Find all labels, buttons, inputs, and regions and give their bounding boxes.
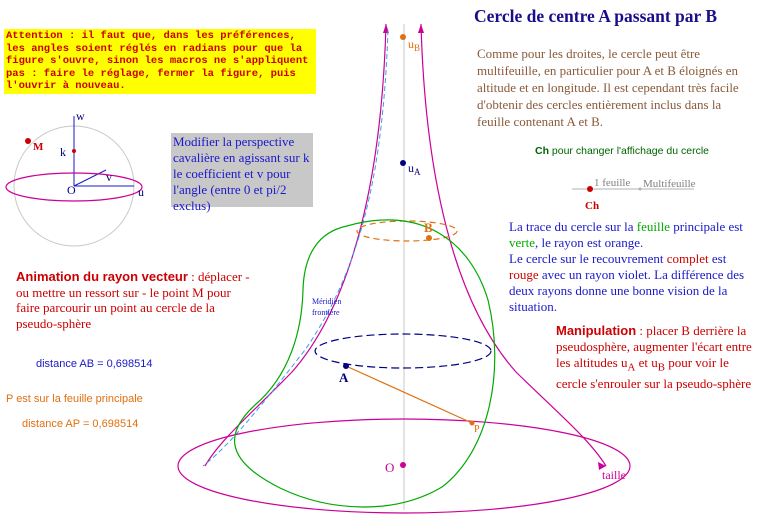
ch-slider[interactable]: 1 feuille Multifeuille Ch bbox=[572, 177, 696, 212]
label-uA: uA bbox=[408, 161, 421, 177]
point-P[interactable] bbox=[469, 420, 475, 426]
label-frontiere: frontière bbox=[312, 308, 340, 317]
animation-title: Animation du rayon vecteur bbox=[16, 269, 188, 284]
distance-ap: distance AP = 0,698514 bbox=[22, 418, 139, 430]
label-axes-O: O bbox=[67, 183, 76, 197]
point-M[interactable] bbox=[25, 138, 31, 144]
trace-t5: , le rayon est orange. bbox=[534, 235, 644, 250]
page-title: Cercle de centre A passant par B bbox=[474, 6, 718, 26]
label-v: v bbox=[106, 170, 112, 184]
ch-hint: Ch pour changer l'affichage du cercle bbox=[535, 145, 709, 157]
trace-t8: est bbox=[708, 251, 727, 266]
ch-key: Ch bbox=[535, 145, 549, 157]
axis-v bbox=[73, 169, 107, 187]
radian-warning: Attention : il faut que, dans les préfér… bbox=[4, 29, 316, 94]
perspective-hint: Modifier la perspective cavalière en agi… bbox=[171, 133, 313, 213]
trace-rouge: rouge bbox=[509, 267, 539, 282]
animation-note: Animation du rayon vecteur : déplacer - … bbox=[16, 269, 256, 331]
manipulation-sub-b: B bbox=[657, 361, 665, 374]
trace-feuille: feuille bbox=[636, 219, 670, 234]
point-k[interactable] bbox=[72, 149, 76, 153]
taille-ellipse bbox=[177, 418, 631, 514]
frontier-meridian bbox=[202, 29, 389, 467]
point-B[interactable] bbox=[426, 235, 432, 241]
distance-ab: distance AB = 0,698514 bbox=[36, 358, 153, 370]
p-feuille-note: P est sur la feuille principale bbox=[6, 393, 143, 405]
label-taille: taille bbox=[602, 468, 626, 482]
point-A[interactable] bbox=[343, 363, 349, 369]
manipulation-t2: et u bbox=[635, 355, 658, 370]
point-O[interactable] bbox=[400, 462, 406, 468]
intro-text: Comme pour les droites, le cercle peut ê… bbox=[477, 46, 739, 129]
trace-t1: La trace du cercle sur la bbox=[509, 219, 637, 234]
manipulation-t1: : placer B derrière la pseudosphère, aug… bbox=[556, 323, 752, 370]
trace-t10: avec un rayon violet. La différence des … bbox=[509, 267, 745, 314]
taille-arrow bbox=[598, 462, 606, 470]
label-uB: uB bbox=[408, 37, 420, 53]
trace-complet: complet bbox=[666, 251, 709, 266]
label-u: u bbox=[138, 185, 144, 199]
ch-option-1: 1 feuille bbox=[594, 177, 630, 189]
label-meridien: Méridien bbox=[312, 297, 341, 306]
ch-hint-text: pour changer l'affichage du cercle bbox=[549, 145, 709, 157]
manipulation-t3: pour voir le cercle s'enrouler sur la ps… bbox=[556, 355, 752, 391]
label-O: O bbox=[385, 460, 394, 475]
label-M: M bbox=[33, 141, 44, 153]
label-w: w bbox=[76, 109, 85, 123]
manipulation-sub-a: A bbox=[627, 361, 636, 374]
point-uB[interactable] bbox=[400, 34, 406, 40]
label-A: A bbox=[339, 370, 349, 385]
ch-slider-stop bbox=[638, 187, 642, 191]
label-P: P bbox=[474, 424, 480, 435]
circle-at-A bbox=[314, 333, 492, 369]
ch-option-2: Multifeuille bbox=[643, 178, 696, 190]
profile-right bbox=[420, 23, 607, 467]
profile-arrow-right bbox=[418, 24, 424, 33]
trace-t6: Le cercle sur le recouvrement bbox=[509, 251, 667, 266]
ch-slider-knob[interactable] bbox=[587, 186, 593, 192]
trace-verte: verte bbox=[509, 235, 535, 250]
label-k: k bbox=[60, 145, 66, 159]
manipulation-note: Manipulation : placer B derrière la pseu… bbox=[556, 323, 756, 392]
animation-text: : déplacer - ou mettre un ressort sur - … bbox=[16, 269, 250, 331]
manipulation-title: Manipulation bbox=[556, 323, 637, 338]
axes-ellipse bbox=[5, 172, 143, 202]
ch-slider-label: Ch bbox=[585, 200, 599, 212]
green-circle-trace bbox=[234, 219, 496, 508]
trace-t3: principale est bbox=[669, 219, 743, 234]
radius-AP bbox=[345, 365, 473, 424]
profile-left bbox=[204, 23, 387, 467]
label-B: B bbox=[424, 220, 433, 235]
trace-explanation: La trace du cercle sur la feuille princi… bbox=[509, 219, 759, 315]
circle-at-B bbox=[356, 220, 458, 242]
axes-frame: M w k v O u bbox=[5, 109, 144, 247]
point-uA[interactable] bbox=[400, 160, 406, 166]
